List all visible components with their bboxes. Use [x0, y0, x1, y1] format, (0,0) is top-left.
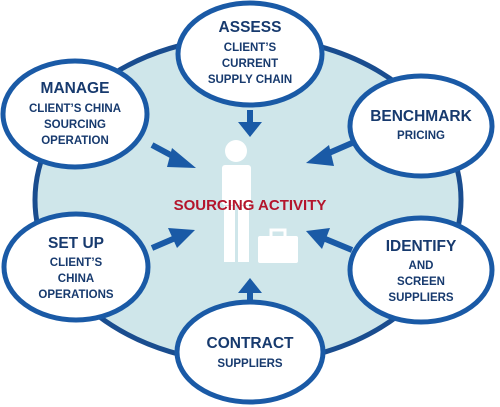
node-manage-heading: MANAGE	[41, 80, 110, 97]
person-icon	[222, 140, 251, 262]
node-identify: IDENTIFY AND SCREEN SUPPLIERS	[347, 215, 495, 325]
node-assess-heading: ASSESS	[219, 19, 282, 36]
node-benchmark: BENCHMARK PRICING	[347, 73, 495, 179]
node-benchmark-line-1: PRICING	[397, 130, 445, 142]
node-identify-line-1: AND	[409, 260, 434, 272]
node-contract-line-1: SUPPLIERS	[217, 358, 283, 370]
node-setup-line-1: CLIENT’S	[50, 257, 103, 269]
node-manage-line-1: CLIENT’S CHINA	[29, 103, 121, 115]
node-contract-heading: CONTRACT	[207, 335, 294, 352]
briefcase-icon	[258, 228, 298, 263]
node-setup: SET UP CLIENT’S CHINA OPERATIONS	[1, 211, 151, 323]
arrow-from-benchmark	[306, 145, 334, 166]
node-contract: CONTRACT SUPPLIERS	[174, 299, 326, 405]
node-benchmark-heading: BENCHMARK	[370, 108, 472, 125]
node-setup-heading: SET UP	[48, 235, 104, 252]
arrow-from-contract	[238, 278, 262, 293]
node-assess-line-1: CLIENT’S	[224, 42, 277, 54]
node-identify-line-3: SUPPLIERS	[388, 292, 454, 304]
node-identify-line-2: SCREEN	[397, 276, 445, 288]
node-setup-line-3: OPERATIONS	[38, 289, 114, 301]
node-assess: ASSESS CLIENT’S CURRENT SUPPLY CHAIN	[175, 0, 325, 108]
node-manage-line-2: SOURCING	[44, 119, 106, 131]
center-label: SOURCING ACTIVITY	[174, 197, 327, 214]
node-assess-line-2: CURRENT	[222, 58, 278, 70]
node-manage-line-3: OPERATION	[41, 135, 109, 147]
arrow-from-manage	[167, 148, 196, 168]
node-identify-heading: IDENTIFY	[386, 238, 457, 255]
node-setup-line-2: CHINA	[58, 273, 94, 285]
node-manage: MANAGE CLIENT’S CHINA SOURCING OPERATION	[0, 58, 150, 170]
arrow-from-identify	[306, 228, 330, 249]
arrow-from-setup	[168, 228, 195, 248]
node-assess-line-3: SUPPLY CHAIN	[208, 74, 292, 86]
arrow-from-assess	[238, 122, 262, 137]
